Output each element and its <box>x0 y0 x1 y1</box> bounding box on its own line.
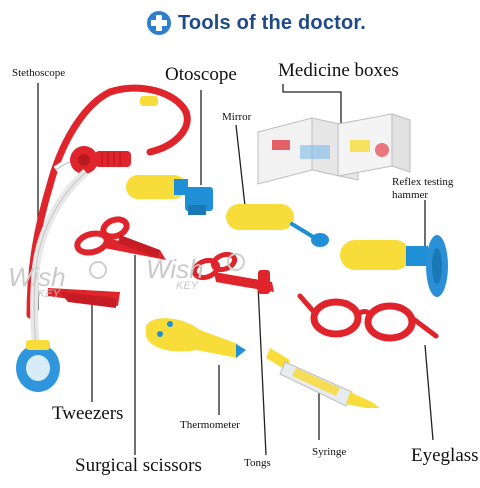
watermark-brand: Wish <box>8 262 66 292</box>
reflex-hammer-toy <box>340 235 448 297</box>
label-thermometer: Thermometer <box>180 419 240 431</box>
label-stethoscope: Stethoscope <box>12 67 66 79</box>
medical-cross-icon <box>147 11 171 35</box>
label-tongs: Tongs <box>244 457 271 469</box>
leader-lines <box>37 83 434 456</box>
label-tweezers: Tweezers <box>52 403 124 424</box>
watermark-graphic <box>89 253 245 279</box>
page-title: Tools of the doctor. <box>178 11 367 34</box>
label-medicine-boxes: Medicine boxes <box>278 60 399 81</box>
watermark-brand-2: Wish <box>146 254 204 284</box>
mirror-toy <box>226 204 329 247</box>
label-syringe: Syringe <box>312 446 347 458</box>
label-reflex-hammer: Reflex testing hammer <box>392 176 454 201</box>
surgical-scissors-toy <box>74 216 166 260</box>
watermark-sub: KEY <box>38 288 61 300</box>
syringe-toy <box>266 348 380 408</box>
stethoscope-toy <box>16 84 191 392</box>
label-mirror: Mirror <box>222 111 252 123</box>
tongs-toy <box>191 251 274 294</box>
medicine-boxes-toy <box>257 113 411 185</box>
tweezers-toy <box>48 288 120 308</box>
label-eyeglass: Eyeglass <box>411 445 479 466</box>
label-otoscope: Otoscope <box>165 64 237 85</box>
label-surgical-scissors: Surgical scissors <box>75 455 202 476</box>
thermometer-toy <box>146 318 246 358</box>
page-header: Tools of the doctor. <box>146 8 366 38</box>
eyeglass-toy <box>297 293 439 342</box>
otoscope-toy <box>126 175 213 215</box>
watermark-sub-2: KEY <box>176 280 199 292</box>
